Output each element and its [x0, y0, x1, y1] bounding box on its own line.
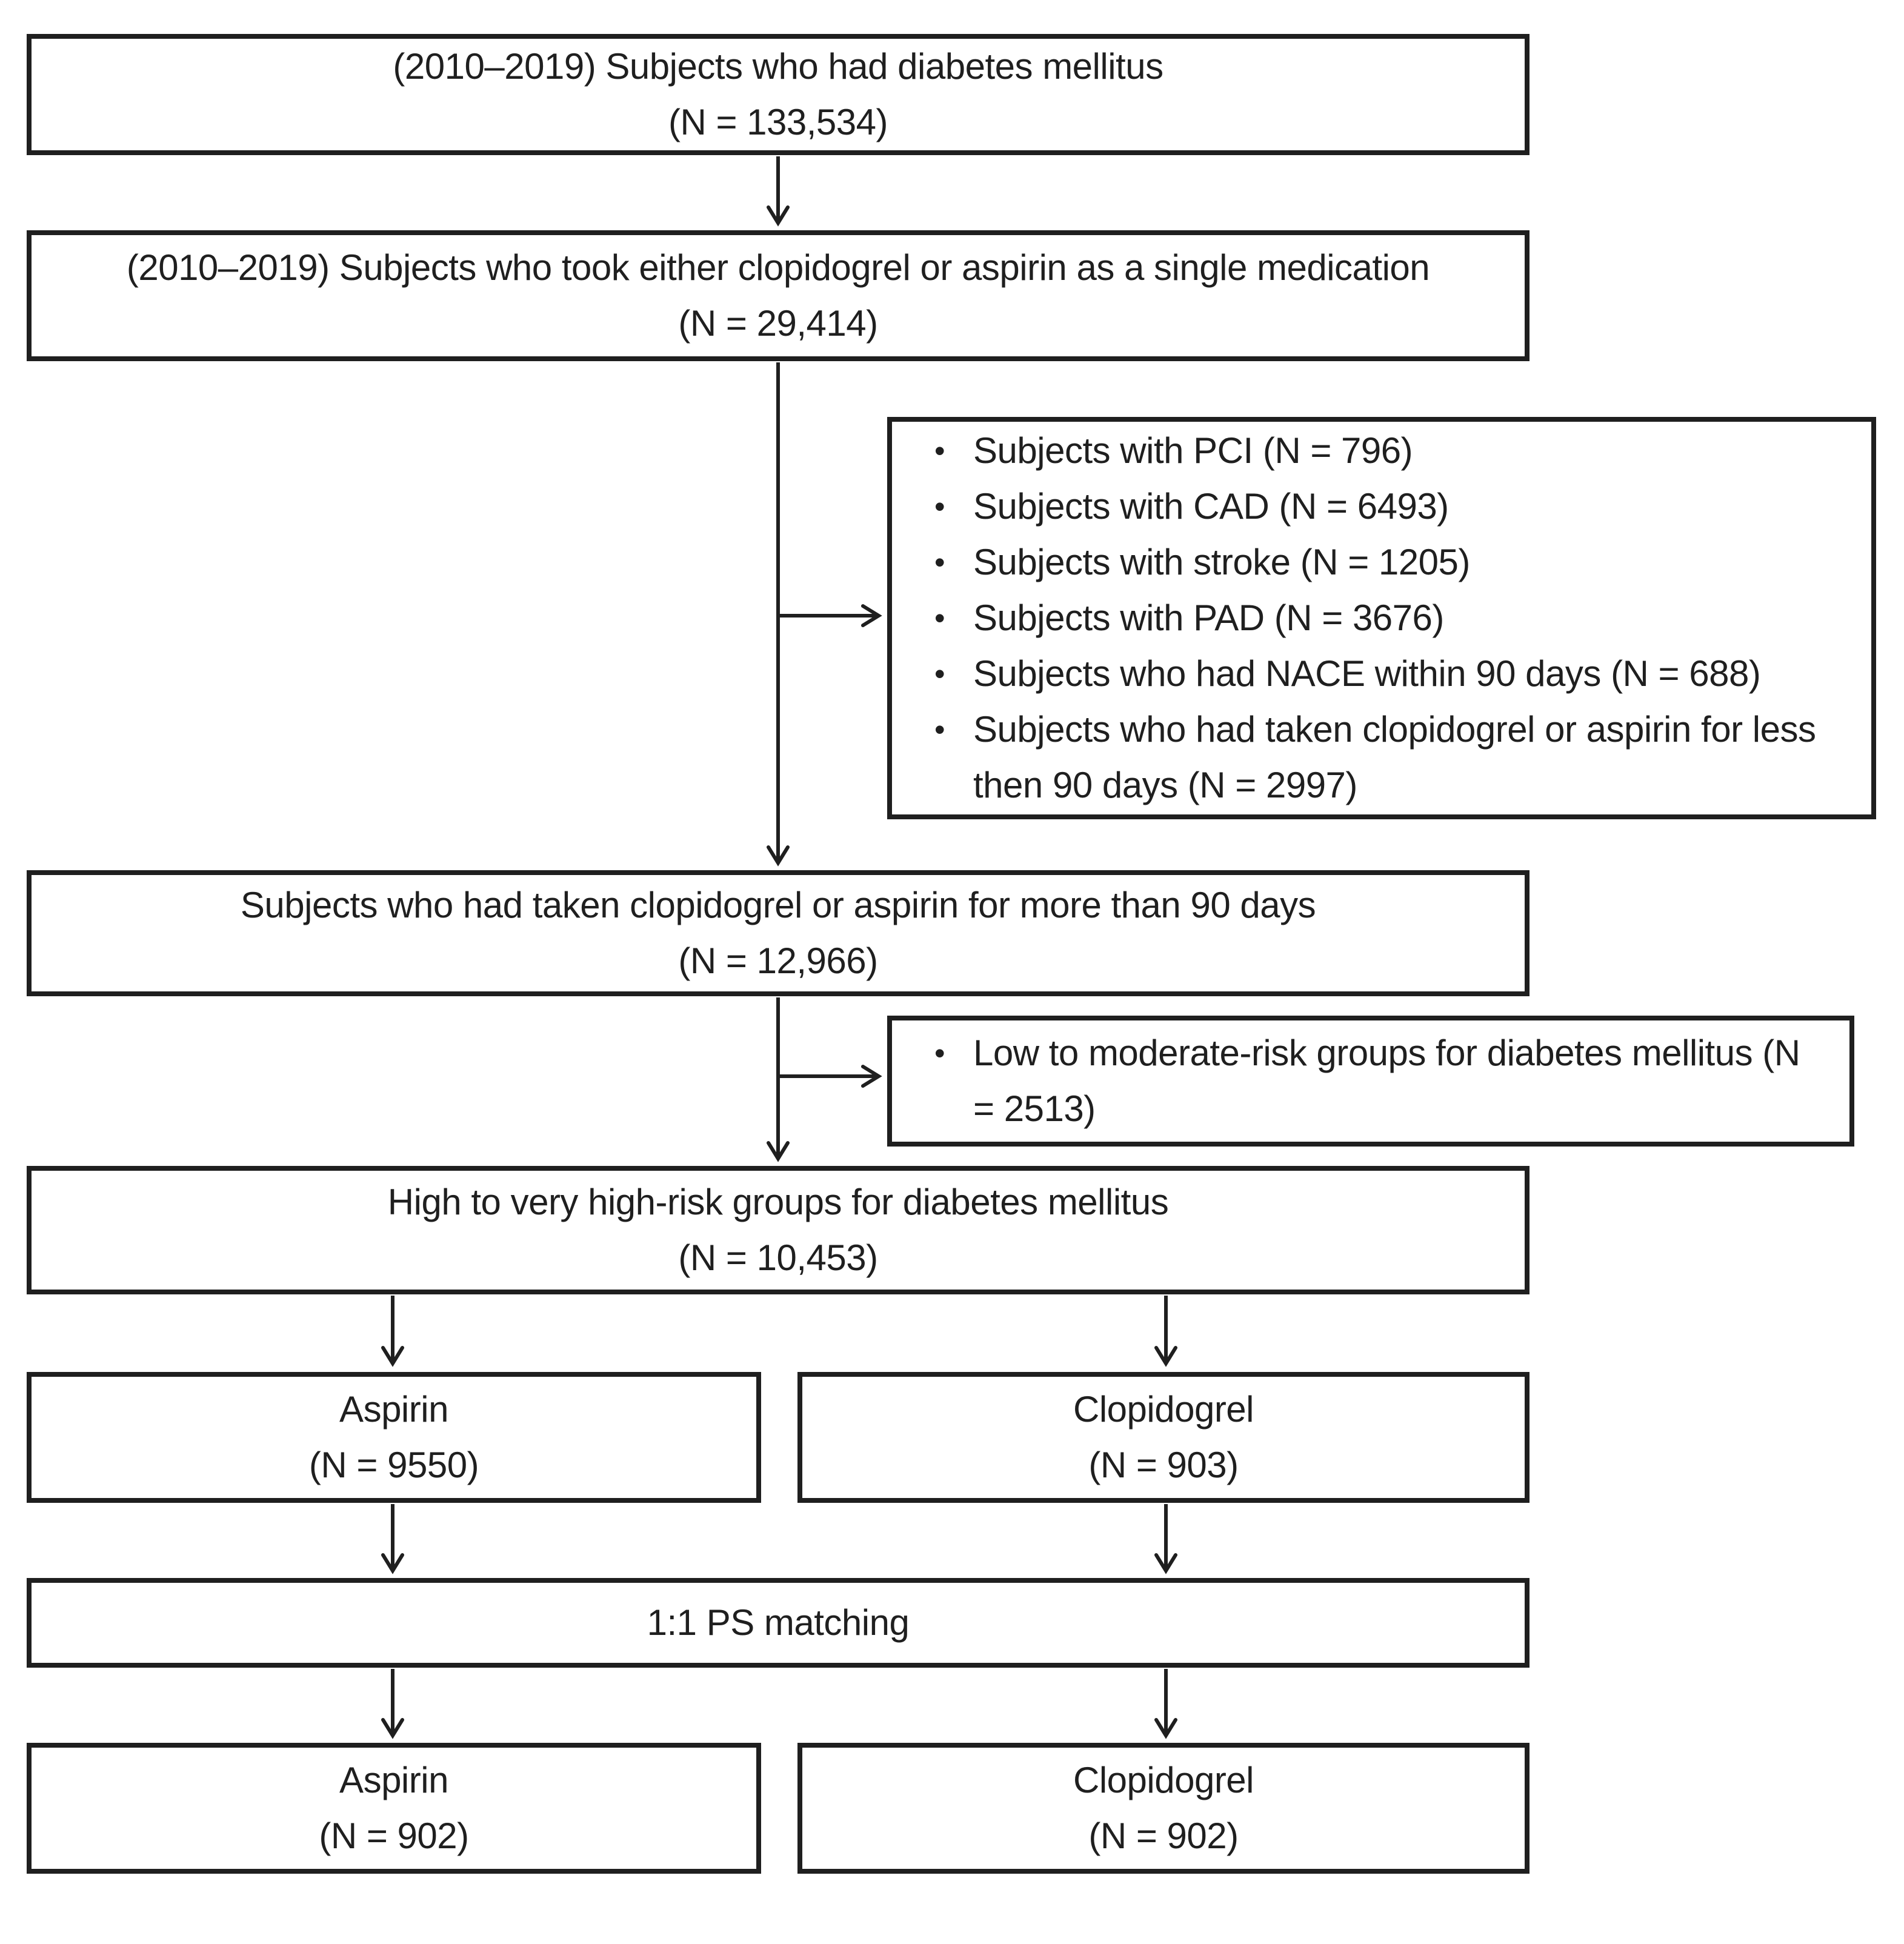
node-exclusions-2: Low to moderate-risk groups for diabetes…: [887, 1016, 1854, 1147]
node-clopidogrel-post-n: (N = 902): [1088, 1816, 1239, 1856]
node-clopidogrel-post-match: Clopidogrel (N = 902): [797, 1743, 1530, 1874]
node-over90: Subjects who had taken clopidogrel or as…: [27, 870, 1530, 996]
node-population-n: (N = 133,534): [668, 102, 888, 142]
node-high-risk-n: (N = 10,453): [678, 1237, 878, 1278]
node-aspirin-pre-match: Aspirin (N = 9550): [27, 1372, 761, 1503]
node-aspirin-post-label: Aspirin: [339, 1760, 448, 1800]
node-aspirin-pre-n: (N = 9550): [308, 1445, 479, 1485]
node-over90-text: Subjects who had taken clopidogrel or as…: [240, 885, 1316, 925]
node-over90-n: (N = 12,966): [678, 940, 878, 981]
exclusions-2-list: Low to moderate-risk groups for diabetes…: [892, 1025, 1849, 1137]
exclusion-item: Subjects with PAD (N = 3676): [934, 590, 1847, 646]
node-aspirin-pre-label: Aspirin: [339, 1389, 448, 1430]
node-high-risk-text: High to very high-risk groups for diabet…: [387, 1182, 1169, 1222]
exclusion-item: Subjects with PCI (N = 796): [934, 423, 1847, 479]
exclusion-item: Subjects with CAD (N = 6493): [934, 479, 1847, 534]
node-single-medication-n: (N = 29,414): [678, 303, 878, 344]
node-clopidogrel-pre-label: Clopidogrel: [1073, 1389, 1254, 1430]
node-population: (2010–2019) Subjects who had diabetes me…: [27, 34, 1530, 155]
node-aspirin-post-match: Aspirin (N = 902): [27, 1743, 761, 1874]
node-clopidogrel-pre-n: (N = 903): [1088, 1445, 1239, 1485]
node-high-risk: High to very high-risk groups for diabet…: [27, 1166, 1530, 1294]
exclusions-1-list: Subjects with PCI (N = 796) Subjects wit…: [892, 423, 1871, 813]
node-clopidogrel-post-label: Clopidogrel: [1073, 1760, 1254, 1800]
node-single-medication: (2010–2019) Subjects who took either clo…: [27, 230, 1530, 361]
node-population-text: (2010–2019) Subjects who had diabetes me…: [393, 46, 1163, 87]
node-ps-matching-label: 1:1 PS matching: [647, 1602, 910, 1643]
node-ps-matching: 1:1 PS matching: [27, 1578, 1530, 1668]
exclusion-item: Subjects who had NACE within 90 days (N …: [934, 646, 1847, 702]
node-aspirin-post-n: (N = 902): [319, 1816, 469, 1856]
exclusion-item: Subjects with stroke (N = 1205): [934, 534, 1847, 590]
node-exclusions-1: Subjects with PCI (N = 796) Subjects wit…: [887, 417, 1876, 819]
node-single-medication-text: (2010–2019) Subjects who took either clo…: [126, 247, 1430, 288]
exclusion-item: Subjects who had taken clopidogrel or as…: [934, 702, 1847, 813]
exclusion-item: Low to moderate-risk groups for diabetes…: [934, 1025, 1825, 1137]
node-clopidogrel-pre-match: Clopidogrel (N = 903): [797, 1372, 1530, 1503]
